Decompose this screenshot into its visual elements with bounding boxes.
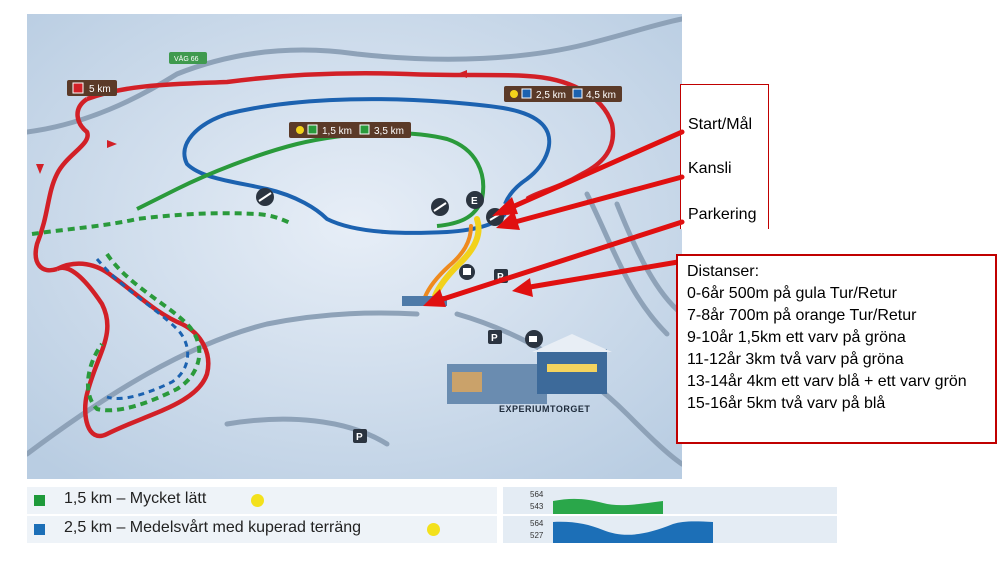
marker-e-text: E [471,196,478,207]
ski-jump-icon [256,188,274,206]
callout-parkering: Parkering [688,206,757,224]
yellow-dot-icon [251,494,264,507]
distances-box: Distanser: 0-6år 500m på gula Tur/Retur … [676,254,997,444]
profile-green-min: 543 [530,502,544,511]
legend-row-green: 1,5 km – Mycket lätt [27,487,497,514]
green-square-icon [34,495,45,506]
profile-blue-max: 564 [530,519,544,528]
parking-text-1: P [497,272,504,283]
sign-5km: 5 km [67,80,117,96]
distance-line-5: 13-14år 4km ett varv blå + ett varv grön [687,373,967,390]
distance-line-6: 15-16år 5km två varv på blå [687,395,886,412]
trail-map-svg: 5 km VÄG 66 1,5 km 3,5 km 2,5 km 4,5 km [27,14,682,479]
marker-e-icon: E [466,191,484,209]
callout-box [680,84,769,229]
dashed-blue-loop [95,258,190,401]
experiumtorget-label: EXPERIUMTORGET [499,404,590,414]
direction-arrows [36,70,467,174]
profile-blue-graph [553,521,713,543]
office-icon [459,264,475,280]
callout-start: Start/Mål [688,116,753,134]
distance-line-3: 9-10år 1,5km ett varv på gröna [687,329,906,346]
parking-text-3: P [356,432,363,443]
experiumtorget-buildings [402,296,612,404]
coffee-icon [525,330,543,348]
profile-green-max: 564 [530,490,544,499]
distance-line-2: 7-8år 700m på orange Tur/Retur [687,307,917,324]
legend-row-blue: 2,5 km – Medelsvårt med kuperad terräng [27,516,497,543]
sign-green-1-5km: 1,5 km 3,5 km [289,122,411,138]
road-sign-text: VÄG 66 [174,55,199,63]
sign-top-b-text: 4,5 km [586,90,616,101]
distance-line-4: 11-12år 3km två varv på gröna [687,351,904,368]
yellow-dot-icon-2 [427,523,440,536]
sign-blue-2-5km: 2,5 km 4,5 km [504,86,622,102]
distances-title: Distanser: [687,263,760,280]
parking-icon-3: P [353,429,367,443]
profile-blue: 564 527 [503,516,837,543]
start-icon [486,208,504,226]
sign-5km-text: 5 km [89,84,111,95]
parking-icon-2: P [488,330,502,344]
dashed-green-loop [31,211,293,413]
road-sign: VÄG 66 [169,52,207,64]
legend-text-green: 1,5 km – Mycket lätt [64,490,207,507]
profile-green-graph [553,498,663,514]
distance-line-1: 0-6år 500m på gula Tur/Retur [687,285,897,302]
profile-green: 564 543 [503,487,837,514]
callout-kansli: Kansli [688,160,732,178]
parking-text-2: P [491,333,498,344]
parking-icon: P [494,269,508,283]
sign-mid-a-text: 1,5 km [322,126,352,137]
blue-square-icon [34,524,45,535]
profile-blue-min: 527 [530,531,544,540]
ski-jump-icon-2 [431,198,449,216]
trail-legend: 1,5 km – Mycket lätt 564 543 2,5 km – Me… [27,487,837,545]
legend-text-blue: 2,5 km – Medelsvårt med kuperad terräng [64,519,362,536]
trail-map: 5 km VÄG 66 1,5 km 3,5 km 2,5 km 4,5 km [27,14,682,479]
sign-mid-b-text: 3,5 km [374,126,404,137]
sign-top-a-text: 2,5 km [536,90,566,101]
